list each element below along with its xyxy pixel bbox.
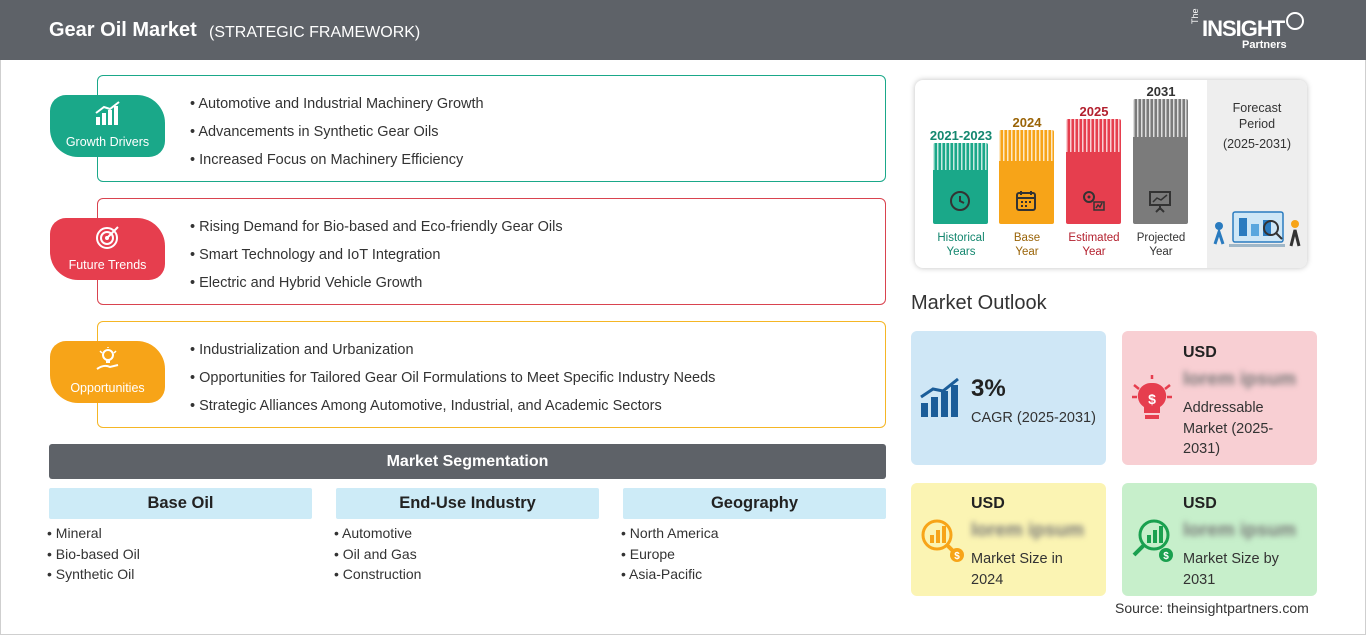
addressable-currency: USD [1183,344,1217,361]
addressable-value-blurred: lorem ipsum [1183,369,1296,390]
presentation-board-icon [1149,191,1171,213]
timeline-year-historical: 2021-2023 [929,128,993,143]
segment-head-end-use-industry: End-Use Industry [336,488,599,519]
svg-text:$: $ [1163,551,1169,562]
growth-chart-icon [95,101,120,125]
list-item: Mineral [47,525,140,546]
segment-head-geography: Geography [623,488,886,519]
list-item: Oil and Gas [334,546,421,567]
timeline-bar-estimated [1066,119,1121,224]
size-2031-value-blurred: lorem ipsum [1183,520,1296,541]
growth-drivers-badge: Growth Drivers [50,95,165,157]
history-clock-icon [950,191,970,211]
list-item: Industrialization and Urbanization [190,342,715,370]
idea-hand-icon [96,347,119,370]
svg-text:$: $ [1148,391,1156,407]
list-item: Automotive and Industrial Machinery Grow… [190,96,483,124]
segment-list-geography: North America Europe Asia-Pacific [621,525,719,587]
future-trends-card: Rising Demand for Bio-based and Eco-frie… [97,198,886,305]
opportunities-card: Industrialization and Urbanization Oppor… [97,321,886,428]
analyst-illustration-icon [1213,211,1301,247]
calendar-icon [1016,191,1036,211]
money-search-icon: $ [1132,519,1173,562]
size-2024-currency: USD [971,495,1005,512]
list-item: Bio-based Oil [47,546,140,567]
svg-text:$: $ [954,551,960,562]
list-item: Synthetic Oil [47,566,140,587]
list-item: Europe [621,546,719,567]
list-item: Strategic Alliances Among Automotive, In… [190,398,715,426]
size-2031-currency: USD [1183,495,1217,512]
growth-drivers-card: Automotive and Industrial Machinery Grow… [97,75,886,182]
segment-list-base-oil: Mineral Bio-based Oil Synthetic Oil [47,525,140,587]
badge-label: Future Trends [68,258,147,272]
list-item: Construction [334,566,422,587]
target-icon [96,226,119,249]
timeline-year-estimated: 2025 [1079,104,1109,119]
segment-list-end-use-industry: Automotive Oil and Gas Construction [334,525,421,587]
timeline-bar-historical [933,143,988,224]
badge-label: Opportunities [70,381,145,395]
badge-label: Growth Drivers [65,135,150,149]
timeline-year-base: 2024 [1012,115,1042,130]
list-item: Increased Focus on Machinery Efficiency [190,152,484,180]
list-item: Smart Technology and IoT Integration [190,247,563,275]
opportunities-badge: Opportunities [50,341,165,403]
list-item: Advancements in Synthetic Gear Oils [190,124,484,152]
size-2024-value-blurred: lorem ipsum [971,520,1084,541]
list-item: North America [621,525,719,546]
timeline-bar-base [999,130,1054,224]
list-item: Electric and Hybrid Vehicle Growth [190,275,563,303]
cagr-label: CAGR (2025-2031) [971,410,1096,426]
gears-chart-icon [1083,191,1105,211]
list-item: Automotive [334,525,421,546]
future-trends-badge: Future Trends [50,218,165,280]
cagr-tile: 3% CAGR (2025-2031) [911,331,1106,465]
timeline-bar-projected [1133,99,1188,224]
market-segmentation-bar: Market Segmentation [49,444,886,479]
list-item: Opportunities for Tailored Gear Oil Form… [190,370,715,398]
logo-ring-icon [1286,12,1304,30]
money-search-icon: $ [921,519,964,562]
page-subtitle: (STRATEGIC FRAMEWORK) [209,24,421,41]
growth-chart-icon [920,377,959,417]
market-outlook-title: Market Outlook [911,292,1047,314]
segment-head-base-oil: Base Oil [49,488,312,519]
dollar-bulb-icon: $ [1132,375,1172,419]
page-title: Gear Oil Market [49,19,197,41]
cagr-value: 3% [971,375,1006,402]
header-bar: Gear Oil Market (STRATEGIC FRAMEWORK) Th… [0,0,1366,60]
list-item: Asia-Pacific [621,566,719,587]
insight-partners-logo[interactable]: The INSIGHT Partners [1190,8,1310,54]
forecast-period-label: Forecast Period (2025-2031) [1222,101,1292,151]
source-note: Source: theinsightpartners.com [1115,600,1309,616]
timeline-year-projected: 2031 [1146,84,1176,99]
list-item: Rising Demand for Bio-based and Eco-frie… [190,219,562,247]
